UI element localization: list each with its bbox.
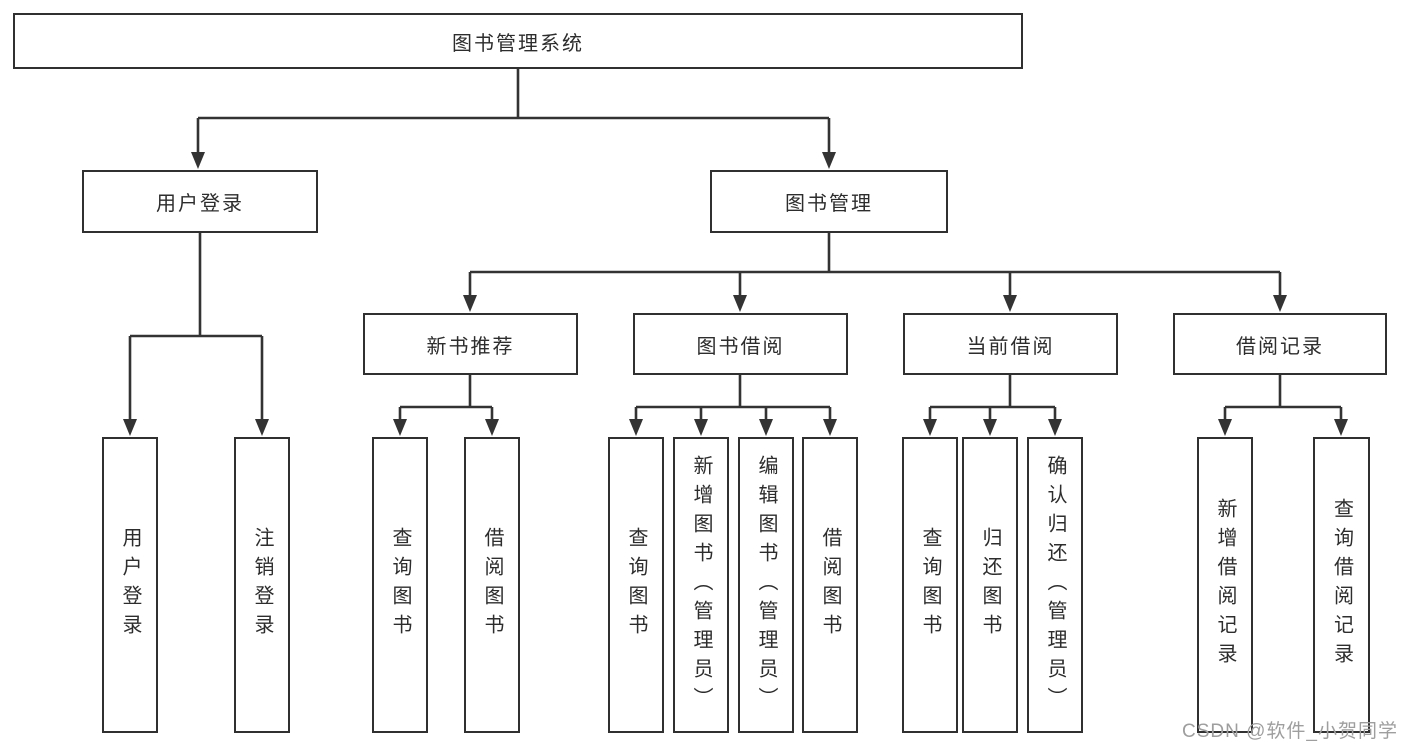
node-leaf-query-books-current: 查询图书 <box>902 437 958 733</box>
node-leaf-return-books: 归还图书 <box>962 437 1018 733</box>
node-book-borrow: 图书借阅 <box>633 313 848 375</box>
node-leaf-query-books-recommend-label: 查询图书 <box>389 527 411 643</box>
node-leaf-query-borrow-record-label: 查询借阅记录 <box>1330 498 1353 672</box>
node-current-borrow-label: 当前借阅 <box>966 335 1055 358</box>
node-leaf-borrow-books-recommend: 借阅图书 <box>464 437 520 733</box>
node-leaf-query-books-current-label: 查询图书 <box>919 527 941 643</box>
node-leaf-confirm-return-admin: 确认归还（管理员） <box>1027 437 1083 733</box>
node-leaf-edit-books-admin: 编辑图书（管理员） <box>738 437 794 733</box>
node-leaf-query-books-borrow-label: 查询图书 <box>625 527 647 643</box>
node-leaf-add-books-admin: 新增图书（管理员） <box>673 437 729 733</box>
node-borrow-records-label: 借阅记录 <box>1236 335 1324 358</box>
node-borrow-records: 借阅记录 <box>1173 313 1387 375</box>
node-library-system-label: 图书管理系统 <box>452 32 584 55</box>
node-leaf-query-borrow-record: 查询借阅记录 <box>1313 437 1370 733</box>
node-leaf-query-books-recommend: 查询图书 <box>372 437 428 733</box>
node-leaf-edit-books-admin-label: 编辑图书（管理员） <box>755 454 777 716</box>
node-library-system: 图书管理系统 <box>13 13 1023 69</box>
node-leaf-add-books-admin-label: 新增图书（管理员） <box>690 454 712 716</box>
node-leaf-borrow-books-label: 借阅图书 <box>819 527 841 643</box>
node-user-login: 用户登录 <box>82 170 318 233</box>
node-leaf-return-books-label: 归还图书 <box>979 527 1001 643</box>
node-leaf-confirm-return-admin-label: 确认归还（管理员） <box>1044 454 1066 716</box>
node-current-borrow: 当前借阅 <box>903 313 1118 375</box>
watermark: CSDN @软件_小贺同学 <box>1182 721 1398 742</box>
node-leaf-logout: 注销登录 <box>234 437 290 733</box>
node-leaf-user-login-label: 用户登录 <box>119 527 141 643</box>
node-leaf-query-books-borrow: 查询图书 <box>608 437 664 733</box>
node-book-management-label: 图书管理 <box>785 193 873 215</box>
node-book-borrow-label: 图书借阅 <box>696 335 785 358</box>
node-leaf-user-login: 用户登录 <box>102 437 158 733</box>
node-book-management: 图书管理 <box>710 170 948 233</box>
node-user-login-label: 用户登录 <box>156 193 244 215</box>
node-leaf-add-borrow-record: 新增借阅记录 <box>1197 437 1253 733</box>
node-leaf-borrow-books: 借阅图书 <box>802 437 858 733</box>
node-leaf-add-borrow-record-label: 新增借阅记录 <box>1214 498 1236 672</box>
node-new-book-recommend: 新书推荐 <box>363 313 578 375</box>
node-new-book-recommend-label: 新书推荐 <box>426 335 515 358</box>
node-leaf-logout-label: 注销登录 <box>251 527 273 643</box>
node-leaf-borrow-books-recommend-label: 借阅图书 <box>481 527 503 643</box>
